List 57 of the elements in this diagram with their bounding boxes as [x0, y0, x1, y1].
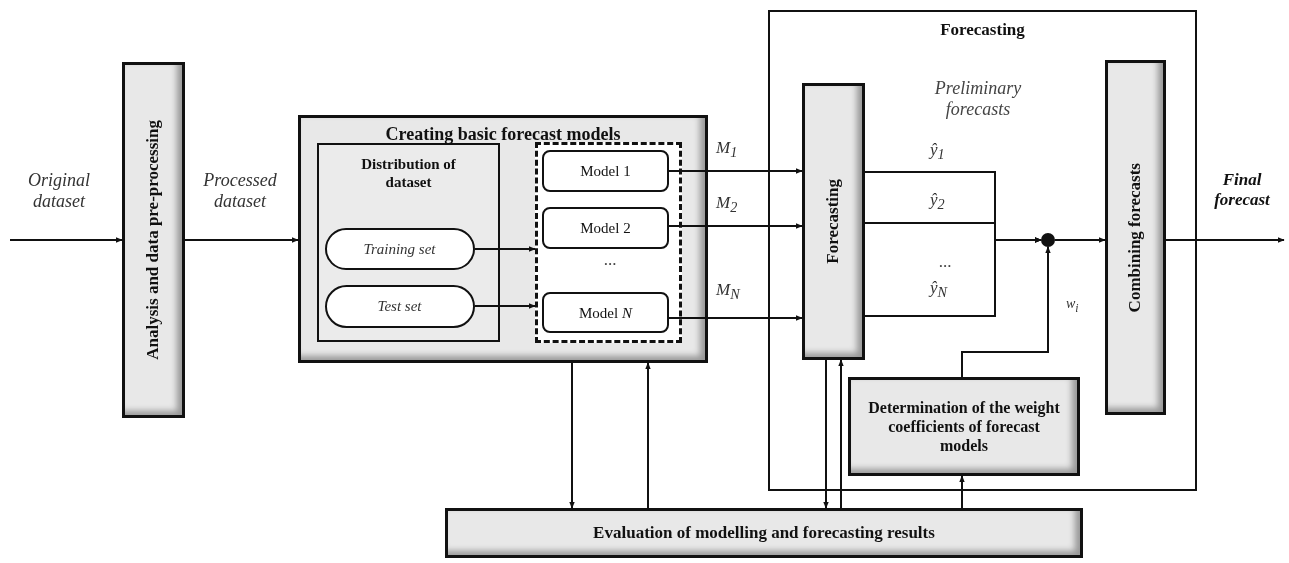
box-label: Model N [579, 303, 632, 322]
box-title: Forecasting [940, 20, 1025, 41]
box-label: Combining forecasts [1125, 162, 1146, 313]
box-label: Determination of the weight coefficients of forecast models [867, 397, 1061, 456]
box-label: Evaluation of modelling and forecasting results [593, 522, 935, 544]
edge-label: Processed dataset [202, 170, 278, 212]
edge-label: w$_{i}$ [1066, 296, 1079, 316]
process-box [445, 508, 1083, 558]
model-box [542, 150, 669, 192]
box-label: Forecasting [823, 179, 844, 264]
edge-label: M$_{2}$ [716, 193, 738, 216]
box-title: Distribution of dataset [360, 155, 457, 191]
arrow [961, 246, 1051, 378]
pill-box [324, 284, 475, 328]
arrow [668, 223, 803, 229]
edge-label: ŷ$_{2}$ [930, 190, 945, 213]
arrow [9, 237, 123, 243]
box-label: Model 2 [580, 219, 631, 237]
dashed-group-box [535, 142, 682, 343]
arrow [1054, 237, 1106, 243]
box-title: Creating basic forecast models [385, 124, 621, 146]
group-panel [298, 115, 708, 363]
arrow [474, 246, 536, 252]
arrow [823, 359, 829, 509]
group-frame [768, 10, 1197, 491]
box-label: Analysis and data pre-processing [143, 120, 164, 360]
arrow [668, 168, 803, 174]
arrow [569, 362, 575, 509]
arrow [864, 237, 1042, 317]
arrow [838, 359, 844, 509]
process-bar [122, 62, 185, 418]
edge-label: ŷ$_{1}$ [930, 140, 945, 163]
annotation-text: ... [602, 250, 618, 270]
box-label: Training set [363, 239, 436, 258]
model-box [542, 292, 669, 333]
annotation-text: Preliminary forecasts [933, 78, 1023, 120]
annotation-text: ... [937, 252, 953, 272]
box-label: Test set [377, 297, 422, 315]
inner-panel [317, 143, 500, 342]
edge-label: M$_{1}$ [716, 138, 738, 161]
arrow [474, 303, 536, 309]
arrow [184, 237, 299, 243]
edge-label: Final forecast [1213, 170, 1271, 210]
arrow [1165, 237, 1285, 243]
edge-label: ŷ$_{N}$ [930, 278, 947, 301]
edge-label: M$_{N}$ [716, 280, 740, 303]
process-bar [802, 83, 865, 360]
arrow [645, 362, 651, 509]
arrow [668, 315, 803, 321]
process-box [848, 377, 1080, 476]
pill-box [324, 227, 475, 270]
edge-label: Original dataset [27, 170, 91, 212]
box-label: Model 1 [580, 162, 631, 180]
arrow [959, 475, 965, 509]
junction-dot [1041, 233, 1055, 247]
process-bar [1105, 60, 1166, 415]
model-box [542, 207, 669, 249]
